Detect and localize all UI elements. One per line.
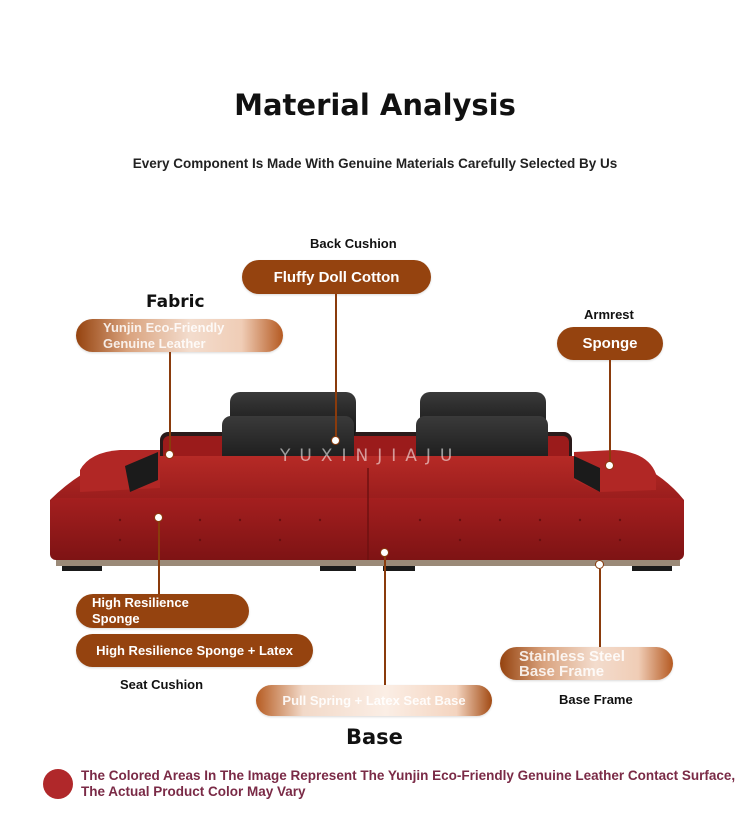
fabric-material-line2: Genuine Leather xyxy=(103,335,206,351)
fabric-material-line1: Yunjin Eco-Friendly xyxy=(103,319,225,335)
fabric-label: Fabric xyxy=(146,292,205,312)
back-cushion-material-pill: Fluffy Doll Cotton xyxy=(242,260,431,294)
seat-cushion-material-pill-2: High Resilience Sponge + Latex xyxy=(76,634,313,667)
color-note-line1: The Colored Areas In The Image Represent… xyxy=(81,768,736,783)
armrest-leader-line xyxy=(609,360,611,464)
armrest-material-pill: Sponge xyxy=(557,327,663,360)
base-frame-leader-line xyxy=(599,569,601,647)
base-frame-marker xyxy=(595,560,604,569)
base-material-pill: Pull Spring + Latex Seat Base xyxy=(256,685,492,716)
page-subtitle: Every Component Is Made With Genuine Mat… xyxy=(132,156,618,171)
seat-cushion-material1-line2: Sponge xyxy=(92,611,140,626)
seat-cushion-label: Seat Cushion xyxy=(120,677,204,692)
page-title: Material Analysis xyxy=(234,88,516,122)
base-marker xyxy=(380,548,389,557)
base-frame-label: Base Frame xyxy=(559,692,633,707)
armrest-label: Armrest xyxy=(584,307,634,322)
seat-cushion-material-pill-1: High Resilience Sponge xyxy=(76,594,249,628)
seat-cushion-leader-line xyxy=(158,522,160,594)
base-frame-material-line1: Stainless Steel xyxy=(519,647,625,665)
base-frame-material-pill: Stainless Steel Base Frame xyxy=(500,647,673,680)
base-leader-line xyxy=(384,557,386,687)
color-note: The Colored Areas In The Image Represent… xyxy=(81,768,741,800)
armrest-marker xyxy=(605,461,614,470)
color-note-line2: The Actual Product Color May Vary xyxy=(81,784,306,799)
back-cushion-label: Back Cushion xyxy=(310,236,397,251)
base-label: Base xyxy=(346,725,403,749)
fabric-marker xyxy=(165,450,174,459)
leather-color-legend-dot xyxy=(43,769,73,799)
back-cushion-leader-line xyxy=(335,294,337,440)
base-frame-material-line2: Base Frame xyxy=(519,662,605,680)
seat-cushion-marker xyxy=(154,513,163,522)
seat-cushion-material1-line1: High Resilience xyxy=(92,595,189,610)
fabric-material-pill: Yunjin Eco-Friendly Genuine Leather xyxy=(76,319,283,352)
watermark-text: YUXINJIAJU xyxy=(280,446,462,466)
back-cushion-marker xyxy=(331,436,340,445)
fabric-leader-line xyxy=(169,352,171,454)
